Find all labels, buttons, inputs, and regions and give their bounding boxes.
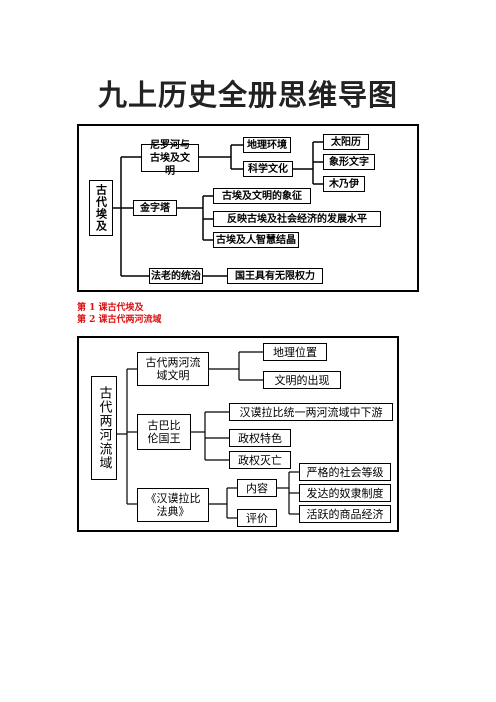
mesopotamia-connector-lines	[117, 351, 299, 519]
root-node: 古代两河流域	[91, 376, 117, 480]
regime-fall-node: 政权灭亡	[229, 451, 291, 469]
page-title: 九上历史全册思维导图	[97, 78, 398, 112]
root-node: 古代埃及	[89, 180, 113, 236]
commerce-node: 活跃的商品经济	[299, 505, 391, 523]
symbol-node: 古埃及文明的象征	[213, 188, 311, 204]
civilization-node: 古代两河流域文明	[137, 352, 209, 386]
social-hierarchy-node: 严格的社会等级	[299, 463, 391, 481]
location-node: 地理位置	[263, 343, 327, 361]
hammurabi-code-node: 《汉谟拉比法典》	[137, 488, 209, 522]
geography-node: 地理环境	[243, 137, 291, 153]
egypt-mind-map: 古代埃及 尼罗河与古埃及文明 地理环境 科学文化 太阳历 象形文字 木乃伊 金字…	[77, 124, 419, 292]
king-power-node: 国王具有无限权力	[227, 268, 323, 284]
mummy-node: 木乃伊	[323, 176, 365, 192]
science-culture-node: 科学文化	[243, 161, 293, 177]
regime-feature-node: 政权特色	[229, 429, 291, 447]
nile-civilization-node: 尼罗河与古埃及文明	[141, 140, 199, 177]
wisdom-node: 古埃及人智慧结晶	[213, 232, 299, 248]
pyramid-node: 金字塔	[133, 200, 177, 216]
economy-reflection-node: 反映古埃及社会经济的发展水平	[213, 211, 381, 227]
babylon-king-node: 古巴比伦国王	[137, 414, 191, 450]
hieroglyph-node: 象形文字	[323, 154, 375, 170]
solar-calendar-node: 太阳历	[323, 134, 369, 150]
lesson-2-caption: 第 2 课古代两河流域	[77, 315, 162, 325]
evaluation-node: 评价	[237, 509, 277, 527]
mesopotamia-mind-map: 古代两河流域 古代两河流域文明 地理位置 文明的出现 古巴比伦国王 汉谟拉比统一…	[77, 336, 399, 532]
lesson-1-caption: 第 1 课古代埃及	[77, 303, 144, 313]
pharaoh-rule-node: 法老的统治	[149, 268, 203, 284]
content-node: 内容	[237, 479, 277, 497]
egypt-connector-lines	[113, 141, 323, 277]
unification-node: 汉谟拉比统一两河流域中下游	[229, 403, 393, 421]
emergence-node: 文明的出现	[263, 371, 341, 389]
slavery-node: 发达的奴隶制度	[299, 484, 391, 502]
